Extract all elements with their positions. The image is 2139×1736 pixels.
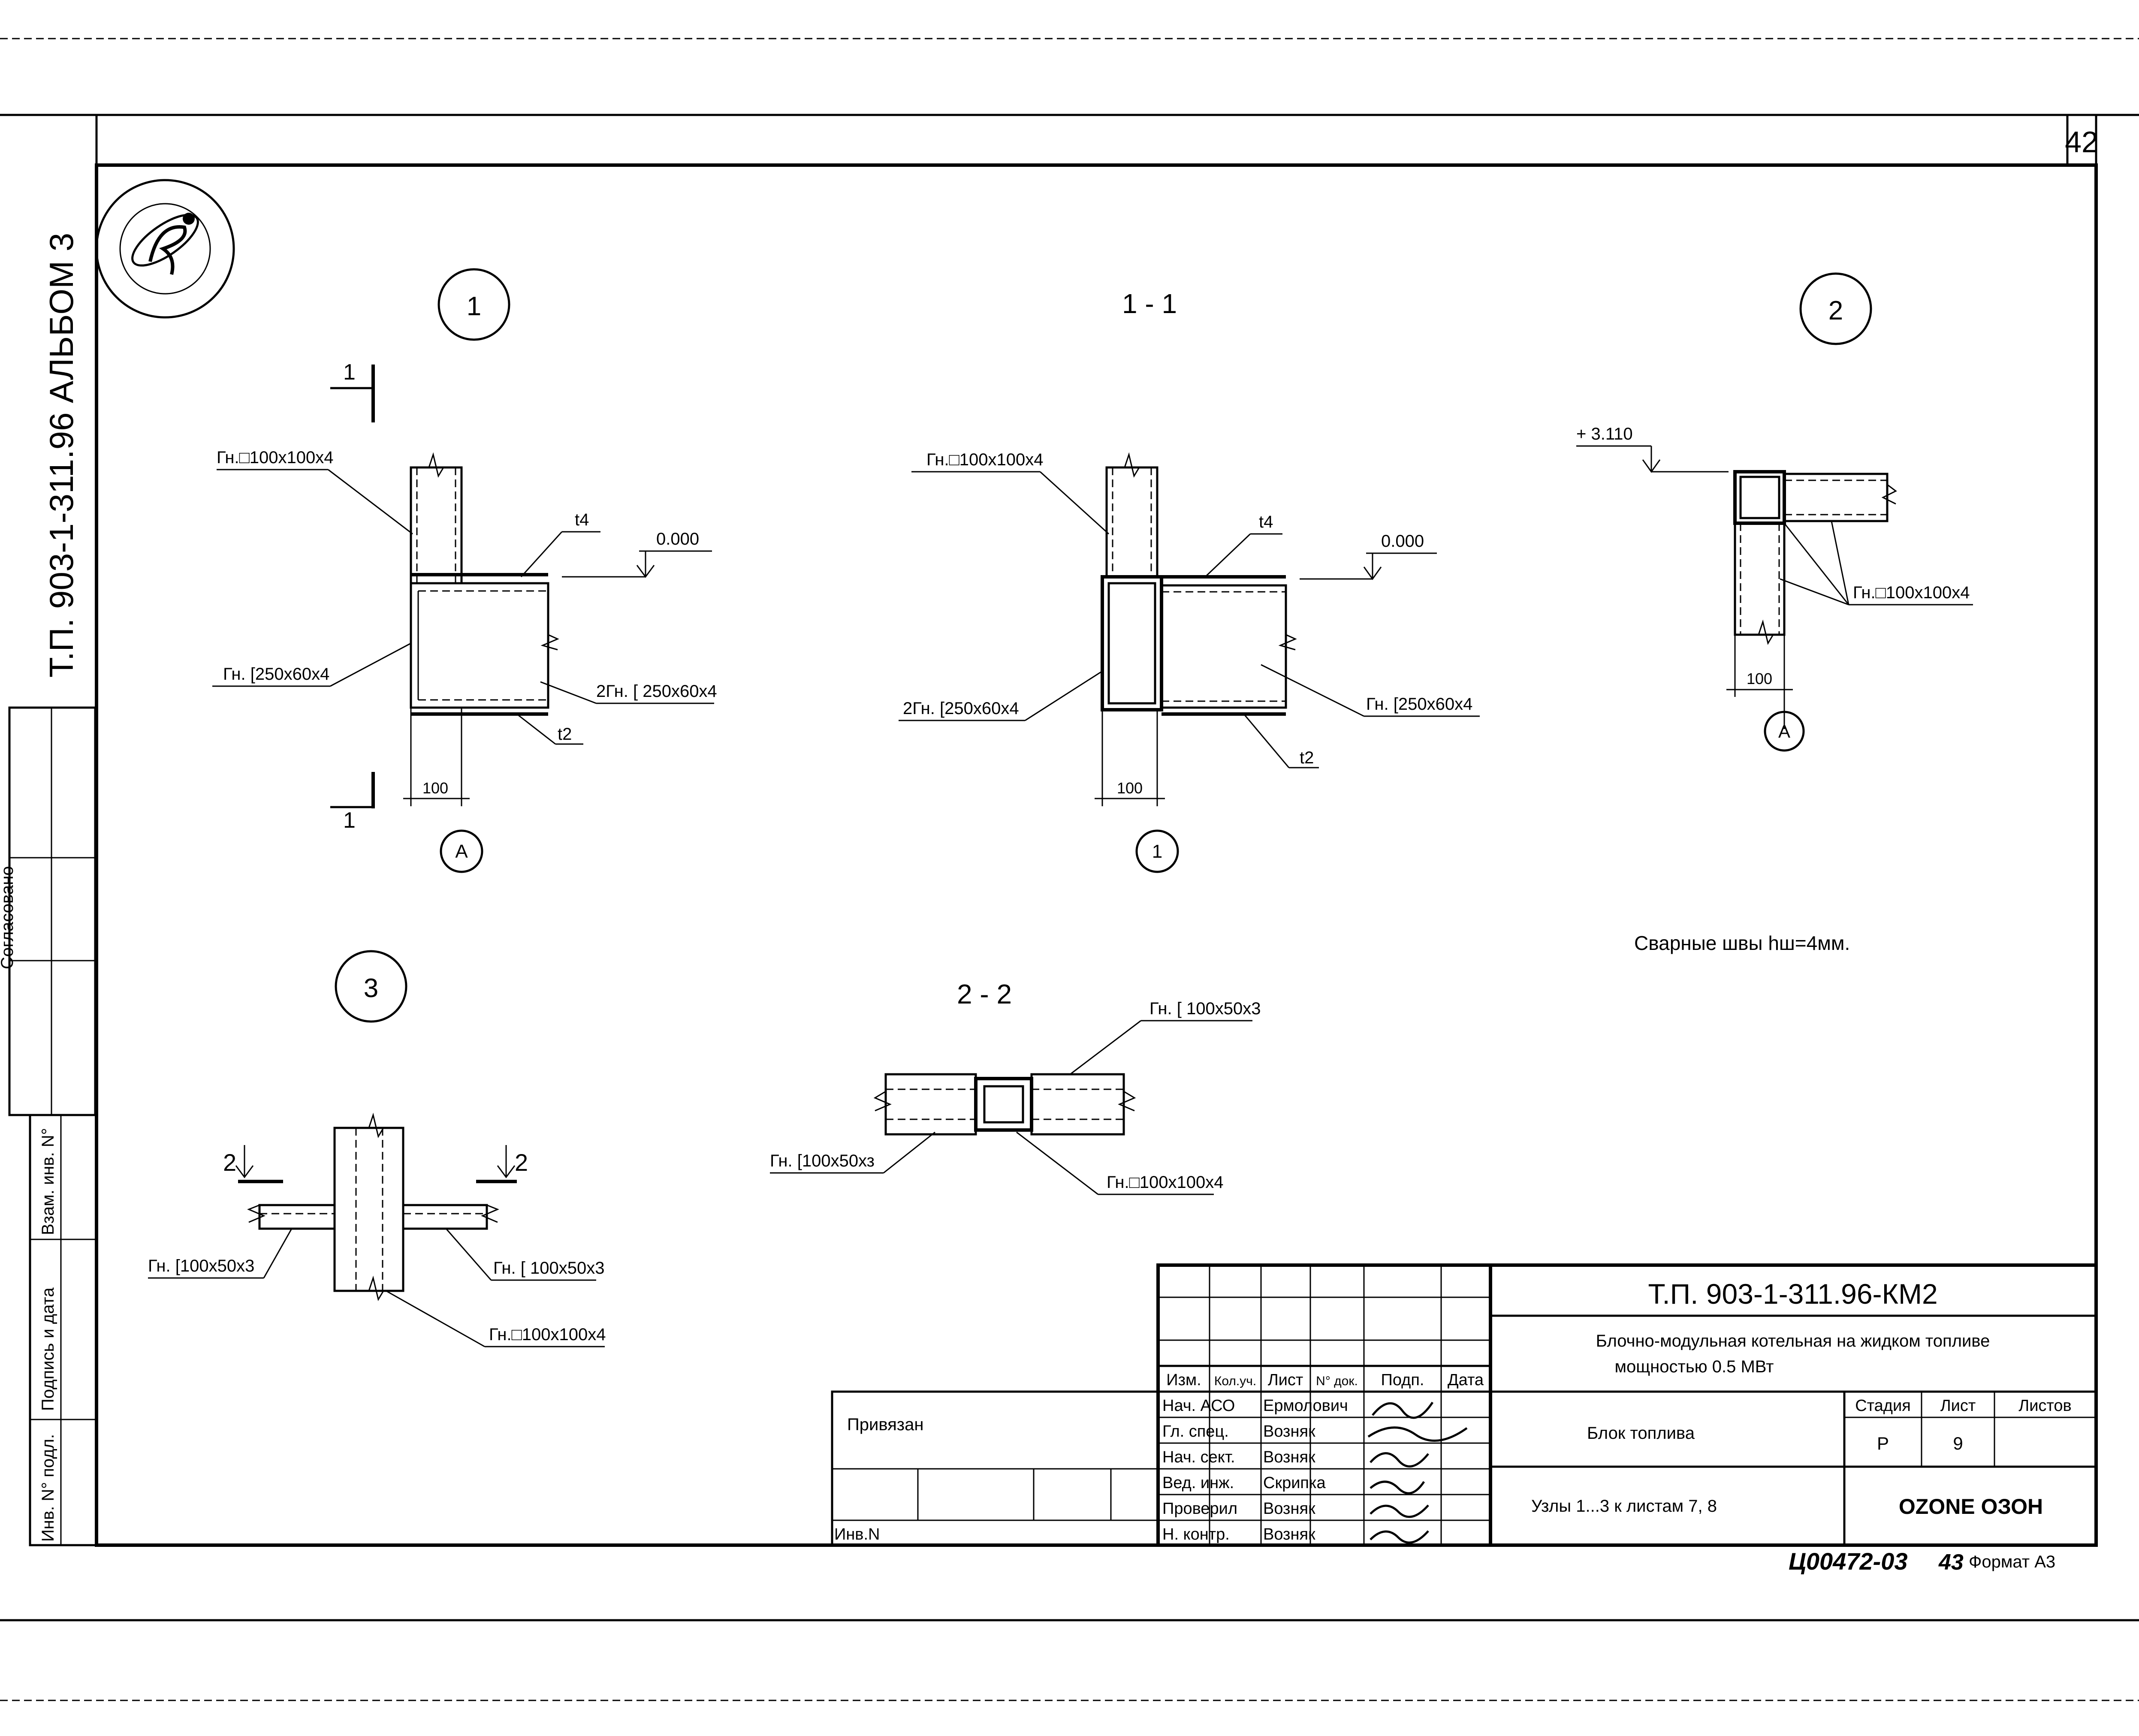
label-channel-right-v11: Гн. [250х60х4 [1366,695,1472,714]
tb-sheet-title: Блок топлива [1587,1424,1695,1443]
tb-name-1: Ермолович [1263,1397,1348,1415]
label-t4-v1: t4 [575,510,589,529]
tb-col-sheet: Лист [1268,1371,1303,1389]
section-mark-top: 1 [343,360,356,385]
view-2-2-title: 2 - 2 [957,979,1012,1010]
label-tube-v22: Гн.□100х100х4 [1107,1173,1224,1192]
weld-note: Сварные швы hш=4мм. [1634,932,1850,954]
tb-project-line1: Блочно-модульная котельная на жидком топ… [1596,1332,1990,1350]
tb-role-1: Нач. АСО [1162,1397,1235,1415]
tb-archive-extra: 43 [1938,1550,1964,1575]
level-3110: + 3.110 [1576,425,1633,443]
label-tube-v1: Гн.□100х100х4 [217,448,334,467]
tb-col-change: Изм. [1166,1371,1201,1389]
tb-sheets-header: Листов [2018,1397,2071,1415]
section-2-right: 2 [515,1149,528,1176]
section-2-left: 2 [223,1149,236,1176]
label-channel-top-v22: Гн. [ 100х50х3 [1149,999,1261,1018]
margin-label-inv: Инв. N° подл. [39,1434,57,1542]
tb-project-line2: мощностью 0.5 МВт [1615,1357,1774,1376]
label-channel-right-v3: Гн. [ 100х50х3 [493,1259,604,1278]
label-channel-left-v11: 2Гн. [250х60х4 [903,699,1019,718]
approved-label: Согласовано [0,866,17,969]
margin-label-sign: Подпись и дата [39,1287,57,1411]
tb-sheet: 9 [1953,1433,1963,1453]
signatures [1367,1401,1468,1544]
tb-col-date: Дата [1448,1371,1484,1389]
tb-role-4: Вед. инж. [1162,1474,1234,1492]
left-margin-table [8,706,98,1546]
view-3: 3 2 2 Гн. [100х50х3 Гн. [ 100х50х3 Гн.□1… [148,950,606,1347]
label-channel-left-v1: Гн. [250х60х4 [223,665,329,684]
margin-label-replace: Взам. инв. N° [39,1128,57,1235]
dim-100-v1: 100 [422,779,448,797]
label-channel-left-v3: Гн. [100х50х3 [148,1257,254,1275]
view-1: 1 1 1 100 А Гн.□100х100х4 Гн. [250х60х4 [212,268,717,873]
tb-bound-label: Привязан [847,1415,923,1434]
label-tube-v11: Гн.□100х100х4 [926,450,1044,469]
axis-mark-v11: 1 [1152,841,1162,862]
level-0-v11: 0.000 [1381,532,1424,551]
tb-role-3: Нач. сект. [1162,1448,1235,1466]
view-3-mark: 3 [364,973,378,1003]
view-2: 2 + 3.110 Гн.□100х100х4 100 А [1576,272,1973,752]
tb-code: Т.П. 903-1-311.96-КМ2 [1648,1278,1937,1310]
label-t4-v11: t4 [1259,512,1273,531]
view-1-1-title: 1 - 1 [1122,288,1177,319]
tb-name-2: Возняк [1263,1423,1315,1441]
tb-stage-header: Стадия [1855,1397,1911,1415]
view-1-1: 1 - 1 100 1 Гн.□100х100х4 2Гн. [250х60х4… [899,288,1480,873]
label-channel-bottom-v22: Гн. [100х50хз [770,1151,875,1170]
label-tube-v3: Гн.□100х100х4 [489,1325,606,1344]
tb-col-doc: N° док. [1316,1374,1358,1388]
page-number: 42 [2065,125,2098,159]
tb-sheet-subtitle: Узлы 1...3 к листам 7, 8 [1531,1497,1717,1516]
label-tube-v2: Гн.□100х100х4 [1853,583,1970,602]
tb-sheet-header: Лист [1940,1397,1976,1415]
tb-name-6: Возняк [1263,1525,1315,1543]
tb-company: OZONE ОЗОН [1899,1495,2043,1519]
sheet-frame [0,38,2139,1701]
view-1-mark: 1 [467,292,481,321]
company-seal [95,179,235,319]
tb-name-3: Возняк [1263,1448,1315,1466]
tb-inv-label: Инв.N [834,1525,880,1543]
tb-name-5: Возняк [1263,1500,1315,1518]
tb-role-5: Проверил [1162,1500,1237,1518]
dim-100-v11: 100 [1117,779,1143,797]
tb-name-4: Скрипка [1263,1474,1326,1492]
view-2-2: 2 - 2 Гн. [ 100х50х3 Гн. [100х50хз Гн.□1… [770,979,1261,1195]
tb-role-6: Н. контр. [1162,1525,1230,1543]
axis-mark-v1: А [455,841,468,862]
title-block [831,1263,2098,1547]
tb-col-qty: Кол.уч. [1214,1374,1256,1388]
view-2-mark: 2 [1828,296,1843,326]
label-t2-v11: t2 [1300,748,1314,767]
tb-col-sign: Подп. [1381,1371,1424,1389]
level-0-v1: 0.000 [656,530,699,549]
axis-mark-v2: А [1778,721,1790,741]
tb-role-2: Гл. спец. [1162,1423,1229,1441]
tb-archive-no: Ц00472-03 [1789,1548,1907,1575]
section-mark-bottom: 1 [343,808,356,833]
tb-stage: Р [1877,1433,1889,1453]
label-channel-right-v1: 2Гн. [ 250х60х4 [596,682,717,701]
tb-format: Формат А3 [1969,1552,2055,1571]
label-t2-v1: t2 [558,725,572,744]
dim-100-v2: 100 [1747,670,1772,687]
album-label: Т.П. 903-1-311.96 АЛЬБОМ 3 [42,233,80,678]
